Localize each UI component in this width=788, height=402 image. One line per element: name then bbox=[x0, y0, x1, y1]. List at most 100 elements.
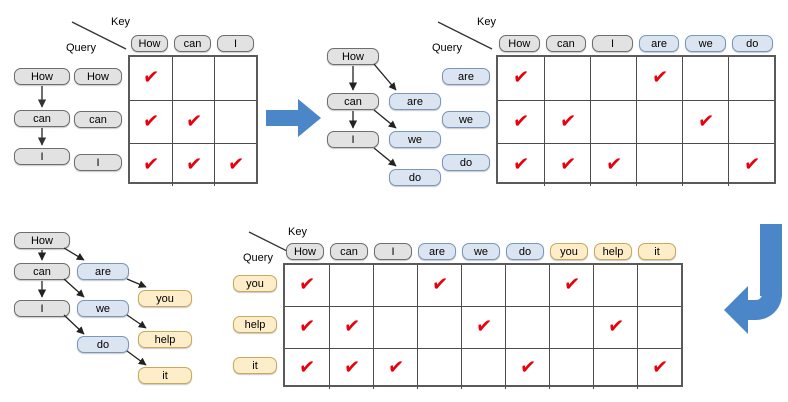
flow-arrow-wrap bbox=[724, 224, 782, 334]
check-icon: ✔ bbox=[604, 150, 623, 177]
key-axis-label: Key bbox=[477, 16, 496, 28]
key-header-how: How bbox=[499, 35, 540, 52]
attention-cell-masked bbox=[681, 57, 728, 100]
attention-cell-masked bbox=[549, 348, 593, 389]
attention-cell-allowed: ✔ bbox=[681, 101, 728, 143]
attention-cell-masked bbox=[417, 348, 461, 389]
attention-cell-allowed: ✔ bbox=[498, 144, 544, 186]
check-icon: ✔ bbox=[184, 150, 203, 177]
attention-cell-allowed: ✔ bbox=[498, 101, 544, 143]
key-header-i: I bbox=[217, 35, 254, 52]
check-icon: ✔ bbox=[342, 354, 361, 381]
attention-cell-allowed: ✔ bbox=[130, 144, 172, 186]
attention-matrix-bottom-right: ✔✔✔✔✔✔✔✔✔✔✔✔ bbox=[283, 263, 683, 389]
check-icon: ✔ bbox=[696, 107, 715, 134]
attention-cell-allowed: ✔ bbox=[329, 307, 373, 348]
attention-cell-masked bbox=[637, 265, 681, 307]
key-query-label-top-right: Key Query bbox=[432, 16, 496, 54]
query-header-how: How bbox=[74, 67, 122, 85]
tree2-node-i: I bbox=[14, 300, 70, 317]
key-header-you: you bbox=[550, 243, 588, 260]
attention-cell-masked bbox=[549, 307, 593, 348]
attention-cell-masked bbox=[461, 265, 505, 307]
key-header-we: we bbox=[685, 35, 726, 52]
tree2-node-how: How bbox=[14, 232, 70, 249]
tree2-node-do: do bbox=[77, 336, 129, 353]
query-header-it: it bbox=[233, 357, 277, 375]
key-header-i: I bbox=[592, 35, 633, 52]
check-icon: ✔ bbox=[650, 64, 669, 90]
prompt-token-can: can bbox=[14, 110, 70, 127]
attention-cell-masked bbox=[593, 265, 637, 307]
attention-cell-masked bbox=[461, 348, 505, 389]
check-icon: ✔ bbox=[226, 150, 245, 177]
key-header-we: we bbox=[462, 243, 500, 260]
attention-cell-masked bbox=[727, 101, 774, 143]
key-header-can: can bbox=[330, 243, 368, 260]
attention-cell-allowed: ✔ bbox=[285, 265, 329, 306]
tree-node-how: How bbox=[327, 48, 379, 65]
attention-cell-masked bbox=[727, 57, 774, 100]
attention-cell-masked bbox=[214, 57, 256, 100]
attention-cell-allowed: ✔ bbox=[285, 307, 329, 347]
matrix-row: ✔ ✔ ✔ ✔ bbox=[285, 306, 681, 348]
check-icon: ✔ bbox=[297, 271, 317, 298]
attention-cell-masked bbox=[329, 265, 373, 307]
tree2-node-it: it bbox=[138, 367, 192, 384]
attention-cell-allowed: ✔ bbox=[130, 57, 172, 100]
query-axis-label: Query bbox=[243, 252, 273, 264]
attention-cell-allowed: ✔ bbox=[214, 144, 256, 186]
tree2-node-we: we bbox=[77, 300, 129, 317]
attention-cell-allowed: ✔ bbox=[171, 144, 214, 186]
attention-matrix-top-left: ✔✔✔✔✔✔ bbox=[128, 55, 258, 186]
check-icon: ✔ bbox=[386, 354, 405, 381]
matrix-row: ✔ ✔ ✔ bbox=[130, 143, 256, 186]
key-header-help: help bbox=[594, 243, 632, 260]
key-query-label-bottom-right: Key Query bbox=[243, 226, 307, 264]
tree-edges-top bbox=[348, 63, 397, 167]
matrix-row: ✔ ✔ ✔ ✔ ✔ bbox=[285, 347, 681, 389]
check-icon: ✔ bbox=[562, 271, 581, 298]
matrix-row: ✔✔✔✔ bbox=[498, 143, 774, 186]
attention-cell-masked bbox=[171, 57, 214, 100]
key-axis-label: Key bbox=[111, 16, 130, 28]
attention-cell-masked bbox=[593, 348, 637, 389]
attention-cell-allowed: ✔ bbox=[130, 101, 172, 143]
tree-node-we: we bbox=[389, 131, 441, 148]
attention-cell-allowed: ✔ bbox=[589, 144, 636, 186]
attention-cell-allowed: ✔ bbox=[593, 307, 637, 348]
check-icon: ✔ bbox=[511, 150, 531, 177]
query-header-do: do bbox=[442, 153, 490, 171]
check-icon: ✔ bbox=[184, 107, 203, 134]
check-icon: ✔ bbox=[141, 150, 161, 177]
tree-node-i: I bbox=[327, 131, 379, 148]
attention-cell-allowed: ✔ bbox=[637, 348, 681, 389]
check-icon: ✔ bbox=[297, 313, 317, 339]
key-query-diagonal-icon bbox=[437, 21, 493, 50]
attention-cell-allowed: ✔ bbox=[498, 57, 544, 100]
attention-cell-masked bbox=[417, 307, 461, 348]
attention-matrix-top-right: ✔✔✔✔✔✔✔✔✔ bbox=[496, 55, 776, 186]
tree-edges-bottom bbox=[37, 247, 147, 366]
matrix-row: ✔✔ bbox=[130, 100, 256, 143]
attention-cell-allowed: ✔ bbox=[329, 348, 373, 389]
tree2-node-help: help bbox=[138, 331, 192, 348]
key-axis-label: Key bbox=[288, 226, 307, 238]
key-header-are: are bbox=[638, 35, 680, 52]
query-header-are: are bbox=[442, 67, 490, 85]
check-icon: ✔ bbox=[430, 271, 449, 298]
check-icon: ✔ bbox=[511, 107, 531, 134]
attention-cell-allowed: ✔ bbox=[727, 144, 774, 186]
check-icon: ✔ bbox=[742, 150, 761, 177]
matrix-row: ✔✔ bbox=[498, 57, 774, 100]
key-header-can: can bbox=[174, 35, 211, 52]
query-header-help: help bbox=[233, 315, 277, 333]
attention-cell-allowed: ✔ bbox=[461, 307, 505, 348]
key-header-are: are bbox=[418, 243, 456, 260]
matrix-row: ✔ bbox=[130, 57, 256, 100]
attention-cell-allowed: ✔ bbox=[373, 348, 417, 389]
check-icon: ✔ bbox=[518, 354, 537, 381]
attention-cell-allowed: ✔ bbox=[285, 349, 329, 389]
check-icon: ✔ bbox=[474, 313, 493, 339]
key-header-can: can bbox=[545, 35, 587, 52]
